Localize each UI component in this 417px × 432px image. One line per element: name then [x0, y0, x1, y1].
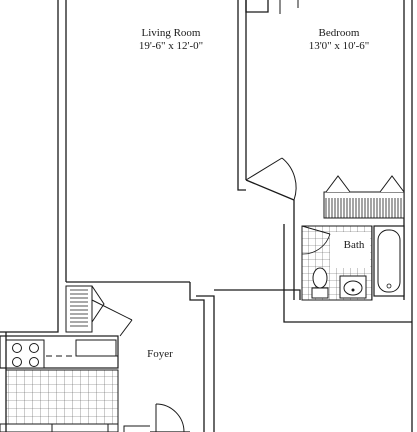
entry-door [123, 403, 190, 432]
room-label-bedroom: Bedroom 13'0" x 10'-6" [284, 27, 394, 53]
bedroom-door [245, 157, 297, 201]
kitchen [0, 332, 119, 432]
bathroom [301, 225, 405, 301]
foyer-closet [65, 285, 133, 337]
window-top-living [279, 0, 299, 14]
room-label-foyer: Foyer [147, 348, 173, 360]
living-room-dimensions: 19'-6" x 12'-0" [138, 40, 204, 52]
bedroom-name: Bedroom [318, 27, 360, 39]
bedroom-closet [323, 175, 405, 219]
room-label-bath: Bath [343, 239, 365, 251]
living-room-name: Living Room [141, 27, 201, 39]
bedroom-dimensions: 13'0" x 10'-6" [308, 40, 370, 52]
room-label-living: Living Room 19'-6" x 12'-0" [116, 27, 226, 53]
